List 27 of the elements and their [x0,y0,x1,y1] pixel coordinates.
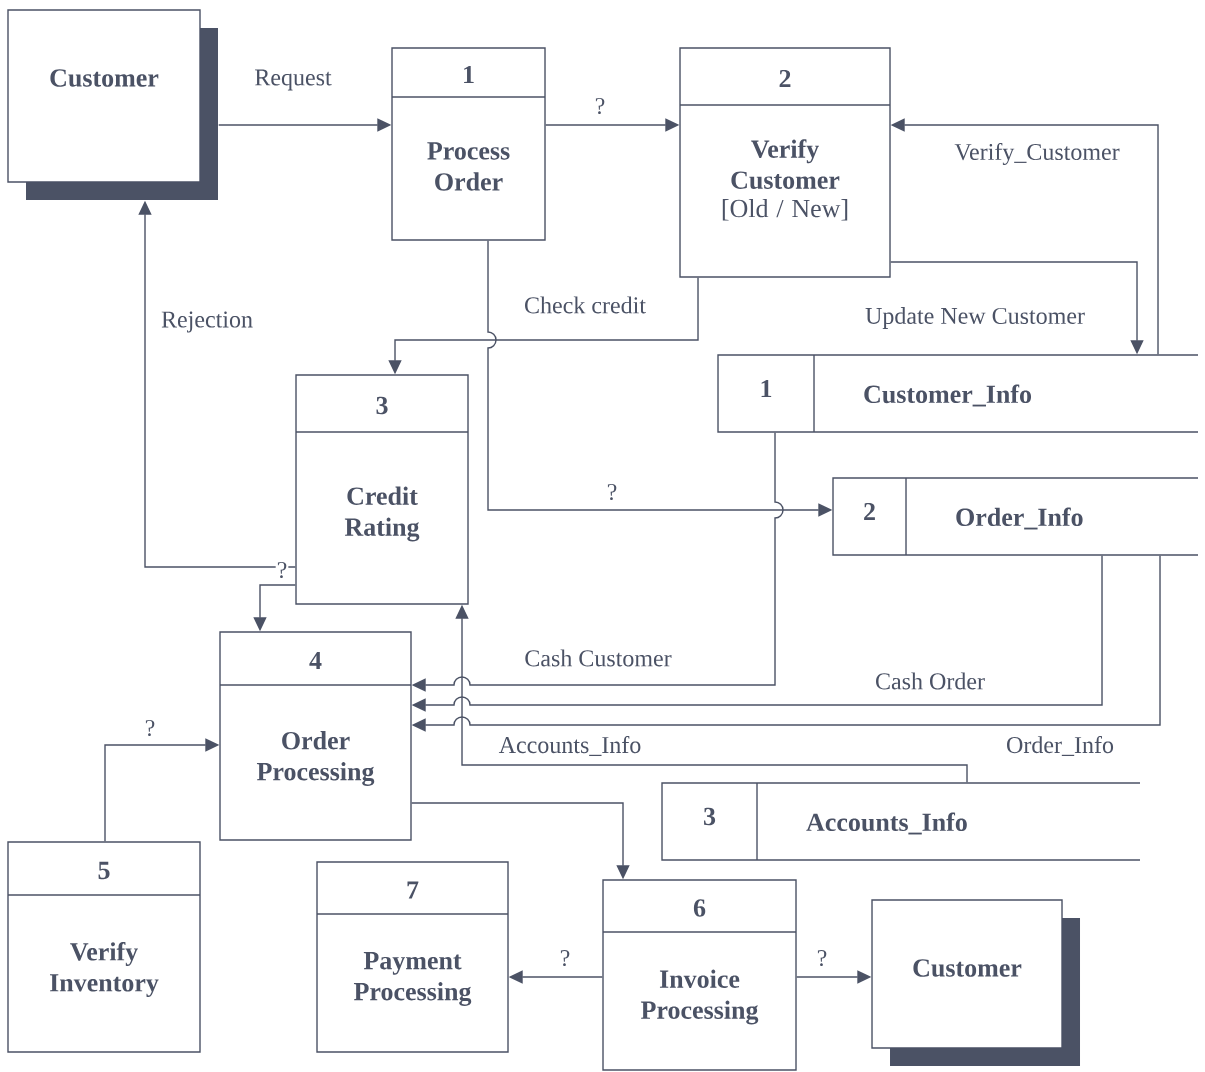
process-box: 2 Verify Customer [Old / New] [679,47,891,278]
process-box: 7 Payment Processing [316,861,509,1053]
edge-label: Update New Customer [864,306,1086,330]
external-entity-box: Customer [7,9,218,200]
process-box: 4 Order Processing [219,631,412,841]
edge-label: Verify_Customer [953,141,1121,167]
edge-label: Cash Order [874,671,986,691]
edge-label: ? [275,560,289,580]
process-box: 3 Credit Rating [295,374,469,605]
edge-label: Accounts_Info [497,735,643,757]
edge-label: ? [593,96,607,116]
edge-label: Request [253,68,333,92]
edge-label: Rejection [160,310,254,334]
edge-label: ? [815,948,829,968]
data-store: 2 Order_Info [832,477,1199,556]
data-store: 1 Customer_Info [717,354,1199,433]
edge-label: ? [143,718,157,738]
edge-label: Cash Customer [523,648,673,668]
process-box: 6 Invoice Processing [602,879,797,1071]
data-store: 3 Accounts_Info [661,782,1141,861]
process-box: 5 Verify Inventory [7,841,201,1053]
external-entity-box: Customer [871,899,1080,1066]
edge-label: Check credit [523,295,647,315]
process-box: 1 Process Order [391,47,546,241]
edge-label: ? [558,948,572,968]
edge-label: ? [605,482,619,502]
edge-label: Order_Info [1005,735,1115,757]
